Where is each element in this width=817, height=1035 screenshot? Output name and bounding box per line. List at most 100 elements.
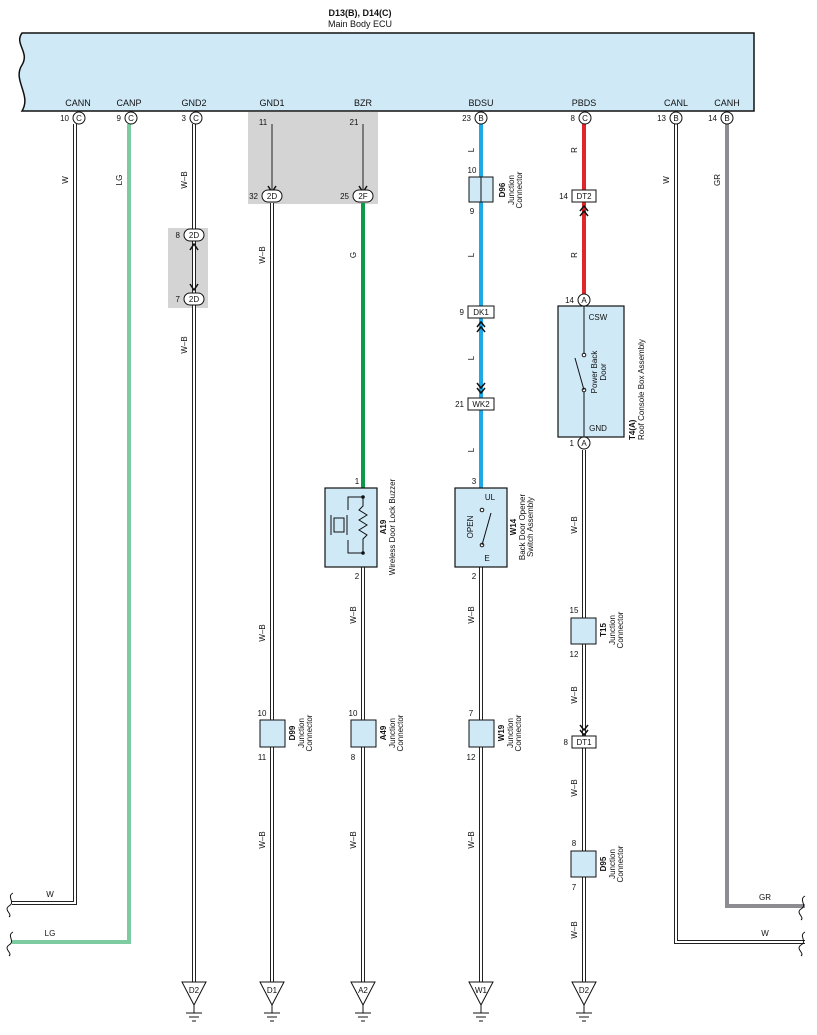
svg-text:D1: D1 — [267, 986, 278, 995]
svg-text:Connector: Connector — [514, 714, 523, 751]
svg-text:Back Door Opener: Back Door Opener — [518, 494, 527, 561]
svg-text:E: E — [484, 554, 489, 563]
svg-text:T15: T15 — [599, 623, 608, 637]
component-w14-switch: 3 2 UL E OPEN W14 Back Door Opener Switc… — [454, 477, 535, 581]
svg-text:G: G — [349, 252, 358, 258]
power-back-door-switch-icon — [574, 357, 585, 391]
svg-text:Junction: Junction — [506, 718, 515, 748]
svg-text:1: 1 — [570, 439, 575, 448]
pin-label-canl: CANL — [664, 98, 688, 108]
svg-text:W: W — [662, 176, 671, 184]
svg-text:W–B: W–B — [467, 606, 476, 623]
wire-break-right — [798, 895, 806, 957]
junction-d95: 8 7 D95 Junction Connector — [570, 839, 625, 892]
svg-text:W–B: W–B — [258, 246, 267, 263]
svg-text:GND: GND — [589, 424, 607, 433]
pin-label-gnd2: GND2 — [181, 98, 206, 108]
svg-text:9: 9 — [460, 308, 465, 317]
svg-text:W–B: W–B — [180, 336, 189, 353]
svg-text:L: L — [467, 355, 476, 360]
svg-text:Power Back: Power Back — [590, 350, 599, 394]
svg-text:13: 13 — [657, 114, 666, 123]
svg-text:14: 14 — [708, 114, 717, 123]
svg-text:Junction: Junction — [608, 849, 617, 879]
svg-text:W–B: W–B — [258, 624, 267, 641]
svg-text:2: 2 — [355, 572, 360, 581]
svg-text:12: 12 — [570, 650, 579, 659]
junction-d99: 10 11 D99 Junction Connector — [258, 709, 314, 762]
wire-canp — [12, 124, 131, 944]
svg-text:7: 7 — [469, 709, 474, 718]
svg-text:3: 3 — [472, 477, 477, 486]
wire-break-left — [6, 892, 14, 957]
svg-text:9: 9 — [117, 114, 122, 123]
svg-text:Connector: Connector — [515, 171, 524, 208]
svg-text:8: 8 — [176, 231, 181, 240]
svg-text:3: 3 — [182, 114, 187, 123]
svg-text:A2: A2 — [358, 986, 368, 995]
ground-d2-right: D2 — [571, 981, 597, 1022]
resistor-icon — [358, 497, 368, 553]
svg-text:11: 11 — [258, 753, 267, 762]
svg-text:CSW: CSW — [589, 313, 608, 322]
svg-text:A19: A19 — [379, 519, 388, 534]
pin-label-gnd1: GND1 — [259, 98, 284, 108]
svg-text:10: 10 — [468, 166, 477, 175]
svg-text:Switch Assembly: Switch Assembly — [526, 497, 535, 557]
svg-text:14: 14 — [565, 296, 574, 305]
svg-text:15: 15 — [570, 606, 579, 615]
svg-text:LG: LG — [45, 929, 56, 938]
wire-labels: W LG W–B W–B W–B W–B W–B G W–B W–B L L L… — [45, 147, 772, 939]
svg-text:B: B — [724, 114, 729, 123]
svg-text:21: 21 — [350, 118, 359, 127]
svg-text:D2: D2 — [189, 986, 200, 995]
svg-text:Connector: Connector — [396, 714, 405, 751]
svg-text:Wireless Door Lock Buzzer: Wireless Door Lock Buzzer — [388, 478, 397, 575]
bzr-connector-2f: 2F 25 — [340, 185, 374, 203]
svg-text:W–B: W–B — [570, 686, 579, 703]
svg-text:9: 9 — [470, 207, 475, 216]
svg-text:A: A — [581, 439, 587, 448]
ecu-pin-markers: C 10 C 9 C 3 11 21 B 23 C 8 B 13 B 14 — [60, 111, 734, 127]
junction-a49: 10 8 A49 Junction Connector — [349, 709, 405, 762]
svg-text:A49: A49 — [379, 725, 388, 740]
svg-text:W1: W1 — [475, 986, 488, 995]
svg-text:W: W — [46, 890, 54, 899]
svg-text:WK2: WK2 — [472, 400, 490, 409]
ground-d1: D1 — [259, 981, 285, 1022]
svg-text:Connector: Connector — [305, 714, 314, 751]
svg-text:A: A — [581, 296, 587, 305]
svg-text:Junction: Junction — [507, 175, 516, 205]
switch-contact-icon — [481, 512, 492, 546]
svg-text:Connector: Connector — [616, 845, 625, 882]
svg-text:W–B: W–B — [258, 831, 267, 848]
gnd1-connector-2d: 2D 32 — [249, 185, 283, 203]
svg-text:R: R — [570, 252, 579, 258]
pbds-connector-dt2: DT2 14 — [559, 189, 597, 217]
pin-label-bzr: BZR — [354, 98, 373, 108]
svg-text:7: 7 — [176, 295, 181, 304]
svg-text:DT1: DT1 — [576, 738, 592, 747]
svg-text:21: 21 — [455, 400, 464, 409]
wire-cann — [12, 124, 77, 905]
svg-text:2: 2 — [472, 572, 477, 581]
svg-text:7: 7 — [572, 883, 577, 892]
buzzer-crystal-icon — [333, 517, 345, 533]
ground-d2-left: D2 — [181, 981, 207, 1022]
pin-label-cann: CANN — [65, 98, 91, 108]
svg-text:8: 8 — [572, 839, 577, 848]
svg-text:W–B: W–B — [349, 606, 358, 623]
svg-text:W: W — [761, 929, 769, 938]
wire-canh — [725, 124, 805, 908]
svg-text:D2: D2 — [579, 986, 590, 995]
svg-text:D99: D99 — [288, 725, 297, 740]
svg-text:10: 10 — [258, 709, 267, 718]
svg-text:W–B: W–B — [467, 831, 476, 848]
svg-text:D95: D95 — [599, 856, 608, 871]
gnd2-connector-2d: 2D 8 2D 7 — [176, 228, 205, 306]
ecu-id: D13(B), D14(C) — [328, 8, 391, 18]
svg-text:Door: Door — [599, 363, 608, 381]
bdsu-connector-dk1: DK1 9 — [460, 305, 495, 333]
pin-label-bdsu: BDSU — [468, 98, 493, 108]
svg-text:R: R — [570, 147, 579, 153]
